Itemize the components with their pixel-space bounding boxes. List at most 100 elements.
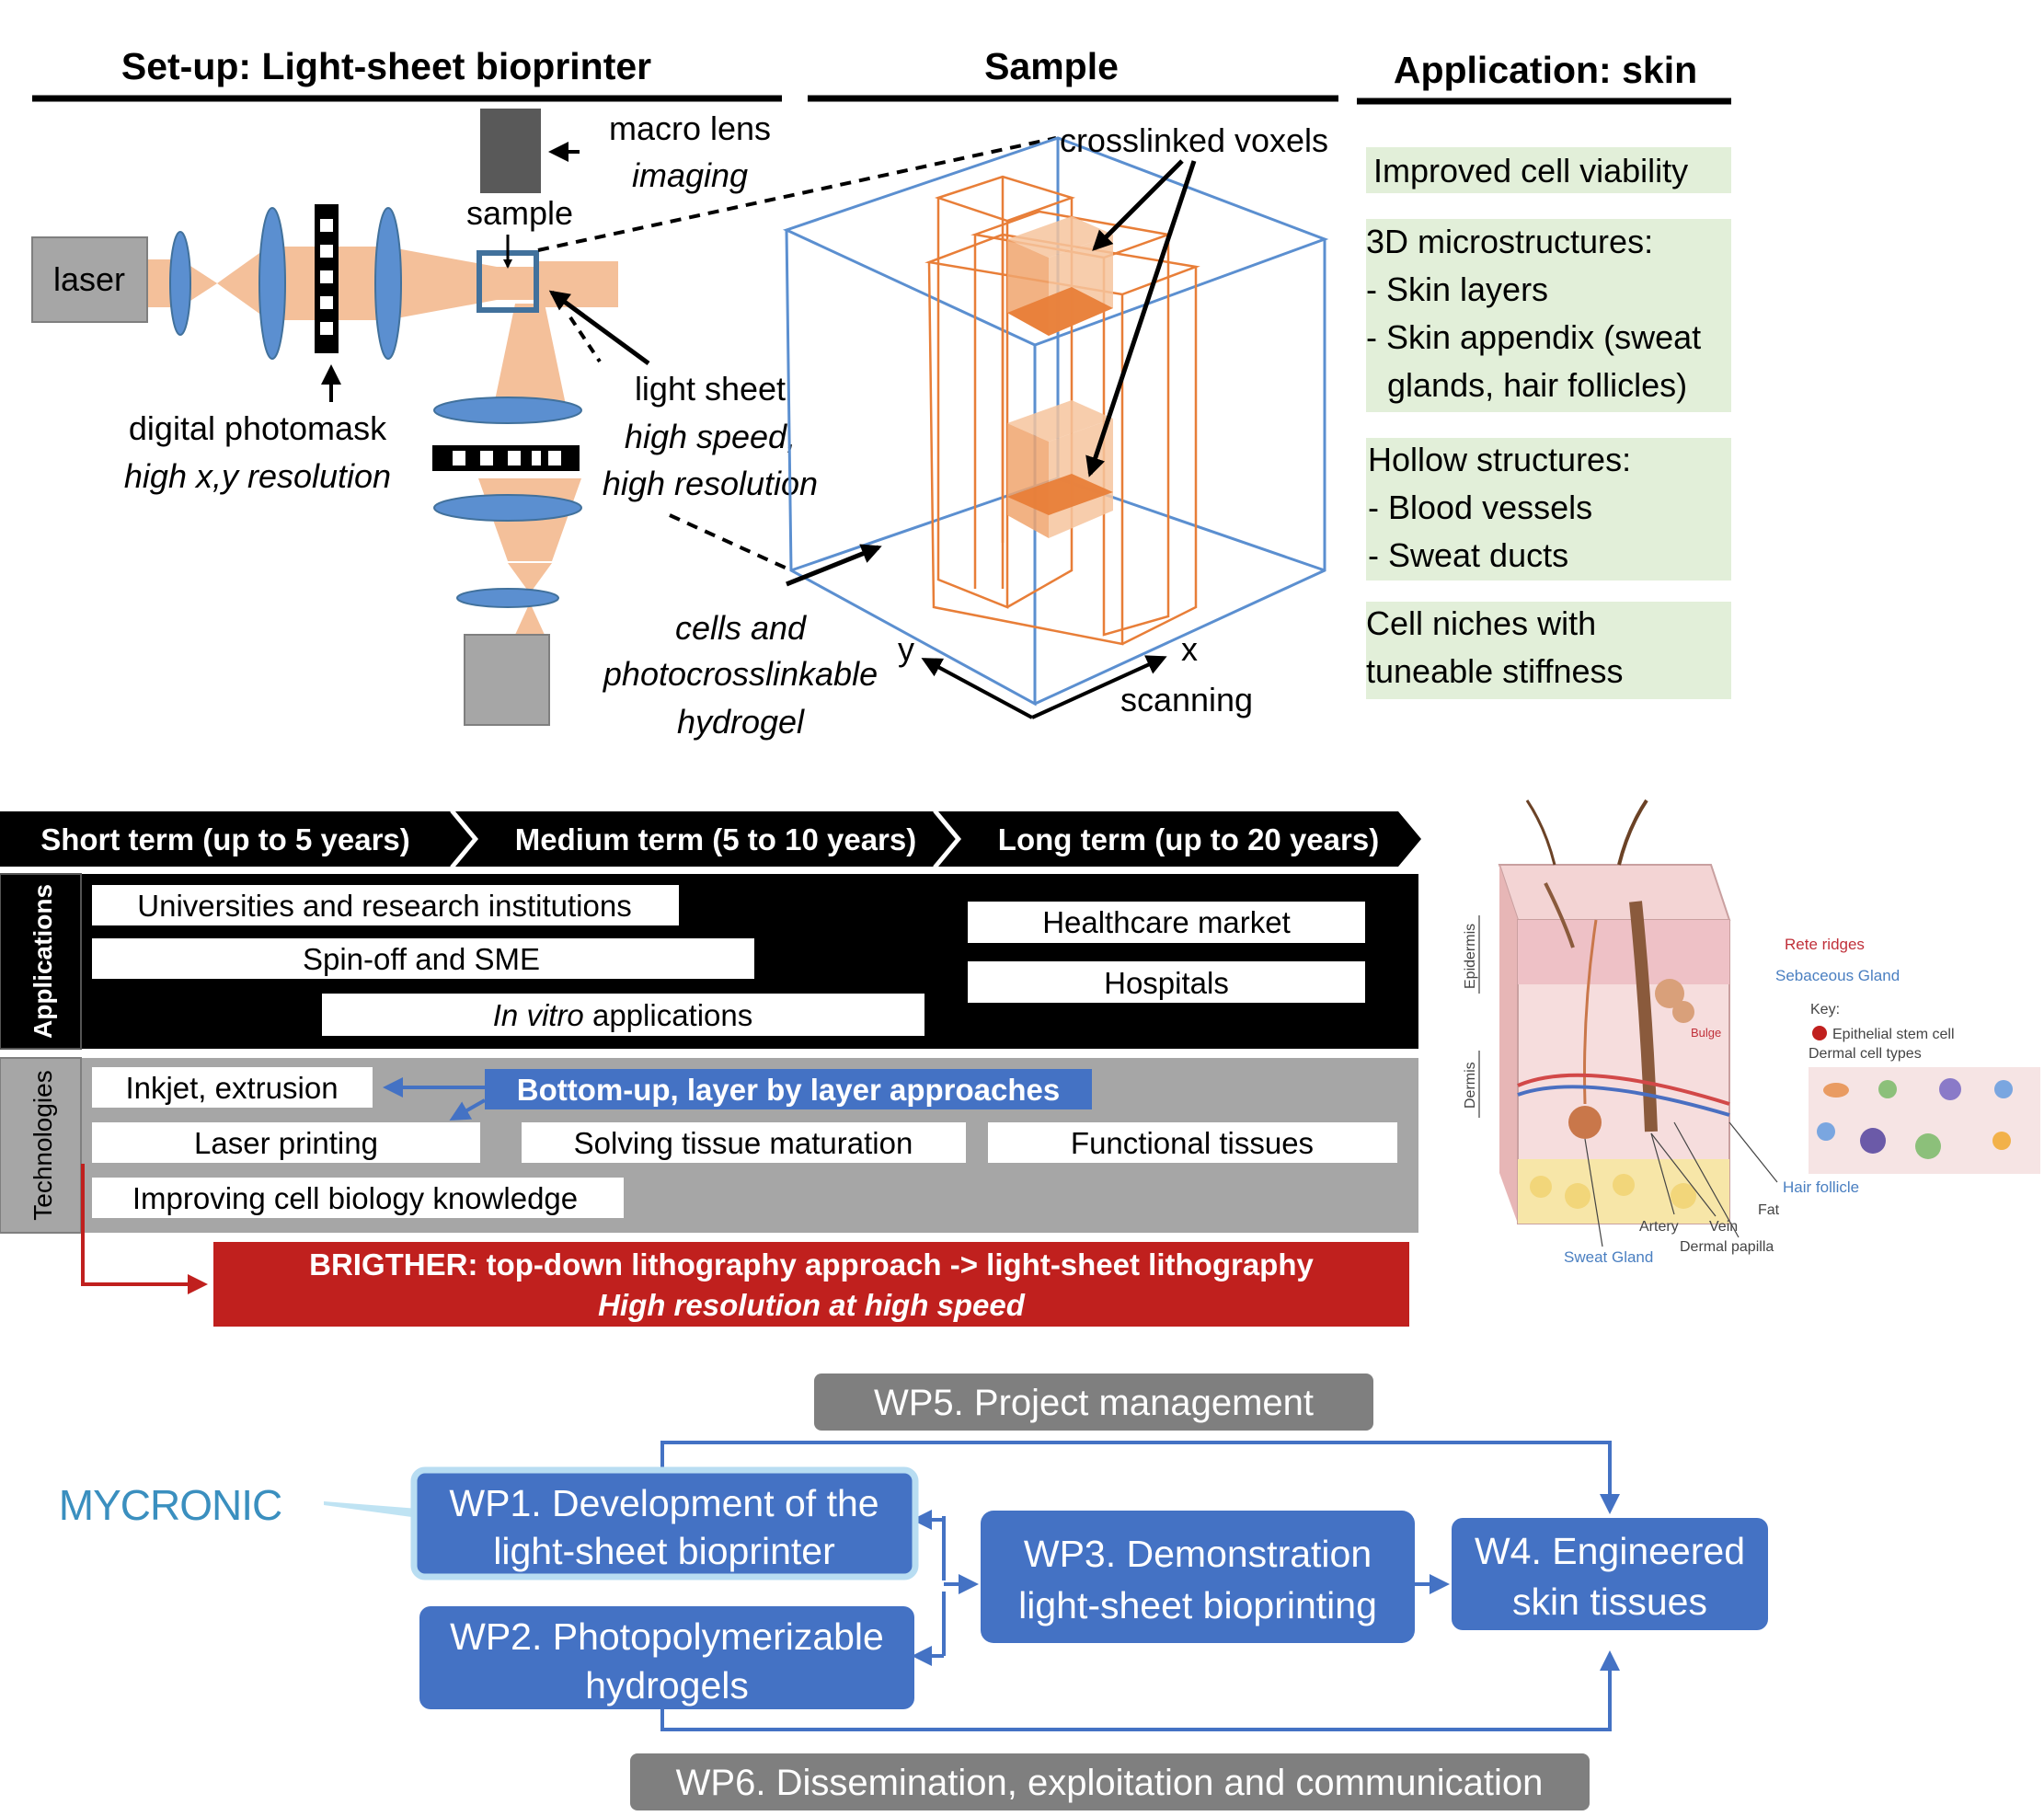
sebaceous-gland-shape [1655,979,1684,1008]
bottom-up-arrow-laser [449,1098,486,1121]
app-cell-spinoff [92,938,754,979]
skin-epidermis [1518,920,1729,984]
app-cell-text: Healthcare market [1042,905,1291,939]
dermal-papilla-label: Dermal papilla [1680,1239,1774,1255]
scanning-label: scanning [1120,681,1253,718]
wp6-label: WP6. Dissemination, exploitation and com… [676,1763,1544,1803]
vein-label: Vein [1709,1219,1738,1235]
term-medium-label: Medium term (5 to 10 years) [515,822,916,856]
skin-illustration: Epidermis Dermis Rete ridges Sebaceous G… [1463,799,2040,1266]
app-cell-healthcare [968,902,1365,943]
light-sheet-resolution: high resolution [603,465,818,502]
wp6-box [630,1753,1590,1810]
sample-label: sample [466,194,573,232]
wp4-box [1452,1518,1768,1630]
app-cell-hospitals [968,961,1365,1003]
sweat-gland-label: Sweat Gland [1564,1248,1653,1266]
macro-lens-label: macro lens [609,109,771,147]
wp4-label-line2: skin tissues [1512,1580,1707,1623]
photomask-label: digital photomask [129,409,387,447]
term-short-label: Short term (up to 5 years) [40,822,410,856]
tech-cell-text: Inkjet, extrusion [125,1071,338,1105]
hair-follicle-shape [1629,901,1658,1132]
cells-label-3: hydrogel [677,703,805,741]
term-short [0,811,474,867]
photomask-resolution: high x,y resolution [124,457,391,495]
wp6-connector [660,1650,1620,1731]
lens-2 [258,207,286,360]
cells-label-2: photocrosslinkable [603,655,878,693]
app-item: - Skin layers [1366,270,1548,308]
app-cell-invitro [322,994,924,1036]
bottom-up-label: Bottom-up, layer by layer approaches [517,1073,1061,1107]
imaging-beam [494,304,566,405]
fat-label: Fat [1758,1202,1780,1218]
wp3-label-line1: WP3. Demonstration [1024,1533,1372,1575]
app-cell-text: Hospitals [1104,966,1229,1000]
wp1-box [410,1466,919,1580]
stem-cell-dot [1812,1026,1827,1040]
sweat-gland-shape [1568,1106,1602,1139]
hair-follicle-label: Hair follicle [1783,1178,1859,1196]
brighter-banner [213,1242,1409,1327]
x-axis-arrow [1031,655,1167,719]
wp2-label-line1: WP2. Photopolymerizable [450,1615,884,1658]
vein-shape [1517,1085,1730,1117]
imaging-label: imaging [632,156,748,194]
app-item: - Skin appendix (sweat [1366,318,1701,356]
tube-lens [456,588,559,608]
wp1-label-line2: light-sheet bioprinter [493,1530,834,1572]
artery-label: Artery [1639,1219,1679,1235]
applications-row-label: Applications [29,884,57,1039]
app-item: - Sweat ducts [1368,536,1568,574]
logo-connector [324,1501,419,1518]
objective-lens-2 [433,494,582,522]
light-sheet-arrow [548,290,650,366]
niches-box [1366,602,1731,699]
voxel-arrow-top [1092,159,1184,251]
voxels-label: crosslinked voxels [1060,121,1328,159]
wp5-box [814,1373,1373,1431]
sebaceous-label: Sebaceous Gland [1775,967,1900,984]
stem-cell-label: Epithelial stem cell [1832,1027,1955,1042]
wp2-box [419,1606,914,1709]
app-cell-text: Universities and research institutions [137,889,631,923]
tech-cell-text: Laser printing [194,1126,378,1160]
application-panel: Application: skin Improved cell viabilit… [1357,49,1731,699]
tech-cell-maturation [522,1122,966,1163]
lens-1 [169,231,191,336]
hydrogel-arrow [786,544,882,587]
wp3-label-line2: light-sheet bioprinting [1018,1584,1377,1626]
epidermis-label: Epidermis [1463,924,1478,989]
dermis-label: Dermis [1463,1062,1478,1109]
wp1-label-line1: WP1. Development of the [449,1482,878,1524]
app-item: Hollow structures: [1368,441,1631,478]
tech-cell-inkjet [92,1067,373,1108]
beam-expander [217,247,269,320]
app-item: Improved cell viability [1373,152,1688,190]
y-axis-arrow [921,658,1033,719]
wp5-label: WP5. Project management [874,1383,1314,1423]
tech-cell-biology [92,1178,624,1218]
tech-cell-text: Solving tissue maturation [574,1126,913,1160]
brighter-title: BRIGTHER: top-down lithography approach … [309,1247,1314,1282]
objective-lens-1 [433,397,582,424]
wp4-label-line1: W4. Engineered [1475,1530,1745,1572]
artery-shape [1517,1073,1730,1106]
roadmap-panel: Short term (up to 5 years) Medium term (… [0,810,1421,1327]
hair-shaft [1617,799,1648,866]
laser-box [31,236,148,323]
bulge-label: Bulge [1691,1026,1721,1040]
app-item: tuneable stiffness [1366,652,1624,690]
brighter-arrow [81,1164,208,1294]
y-axis-label: y [898,630,914,668]
brighter-subtitle: High resolution at high speed [598,1288,1026,1322]
app-item: 3D microstructures: [1366,223,1653,260]
mycronic-logo: MYCRONIC [59,1481,281,1529]
wp5-connector [660,1441,1620,1514]
crosslinked-voxel-bottom [1007,400,1113,538]
tech-cell-laser [92,1122,480,1163]
skin-top-surface [1498,864,1731,921]
